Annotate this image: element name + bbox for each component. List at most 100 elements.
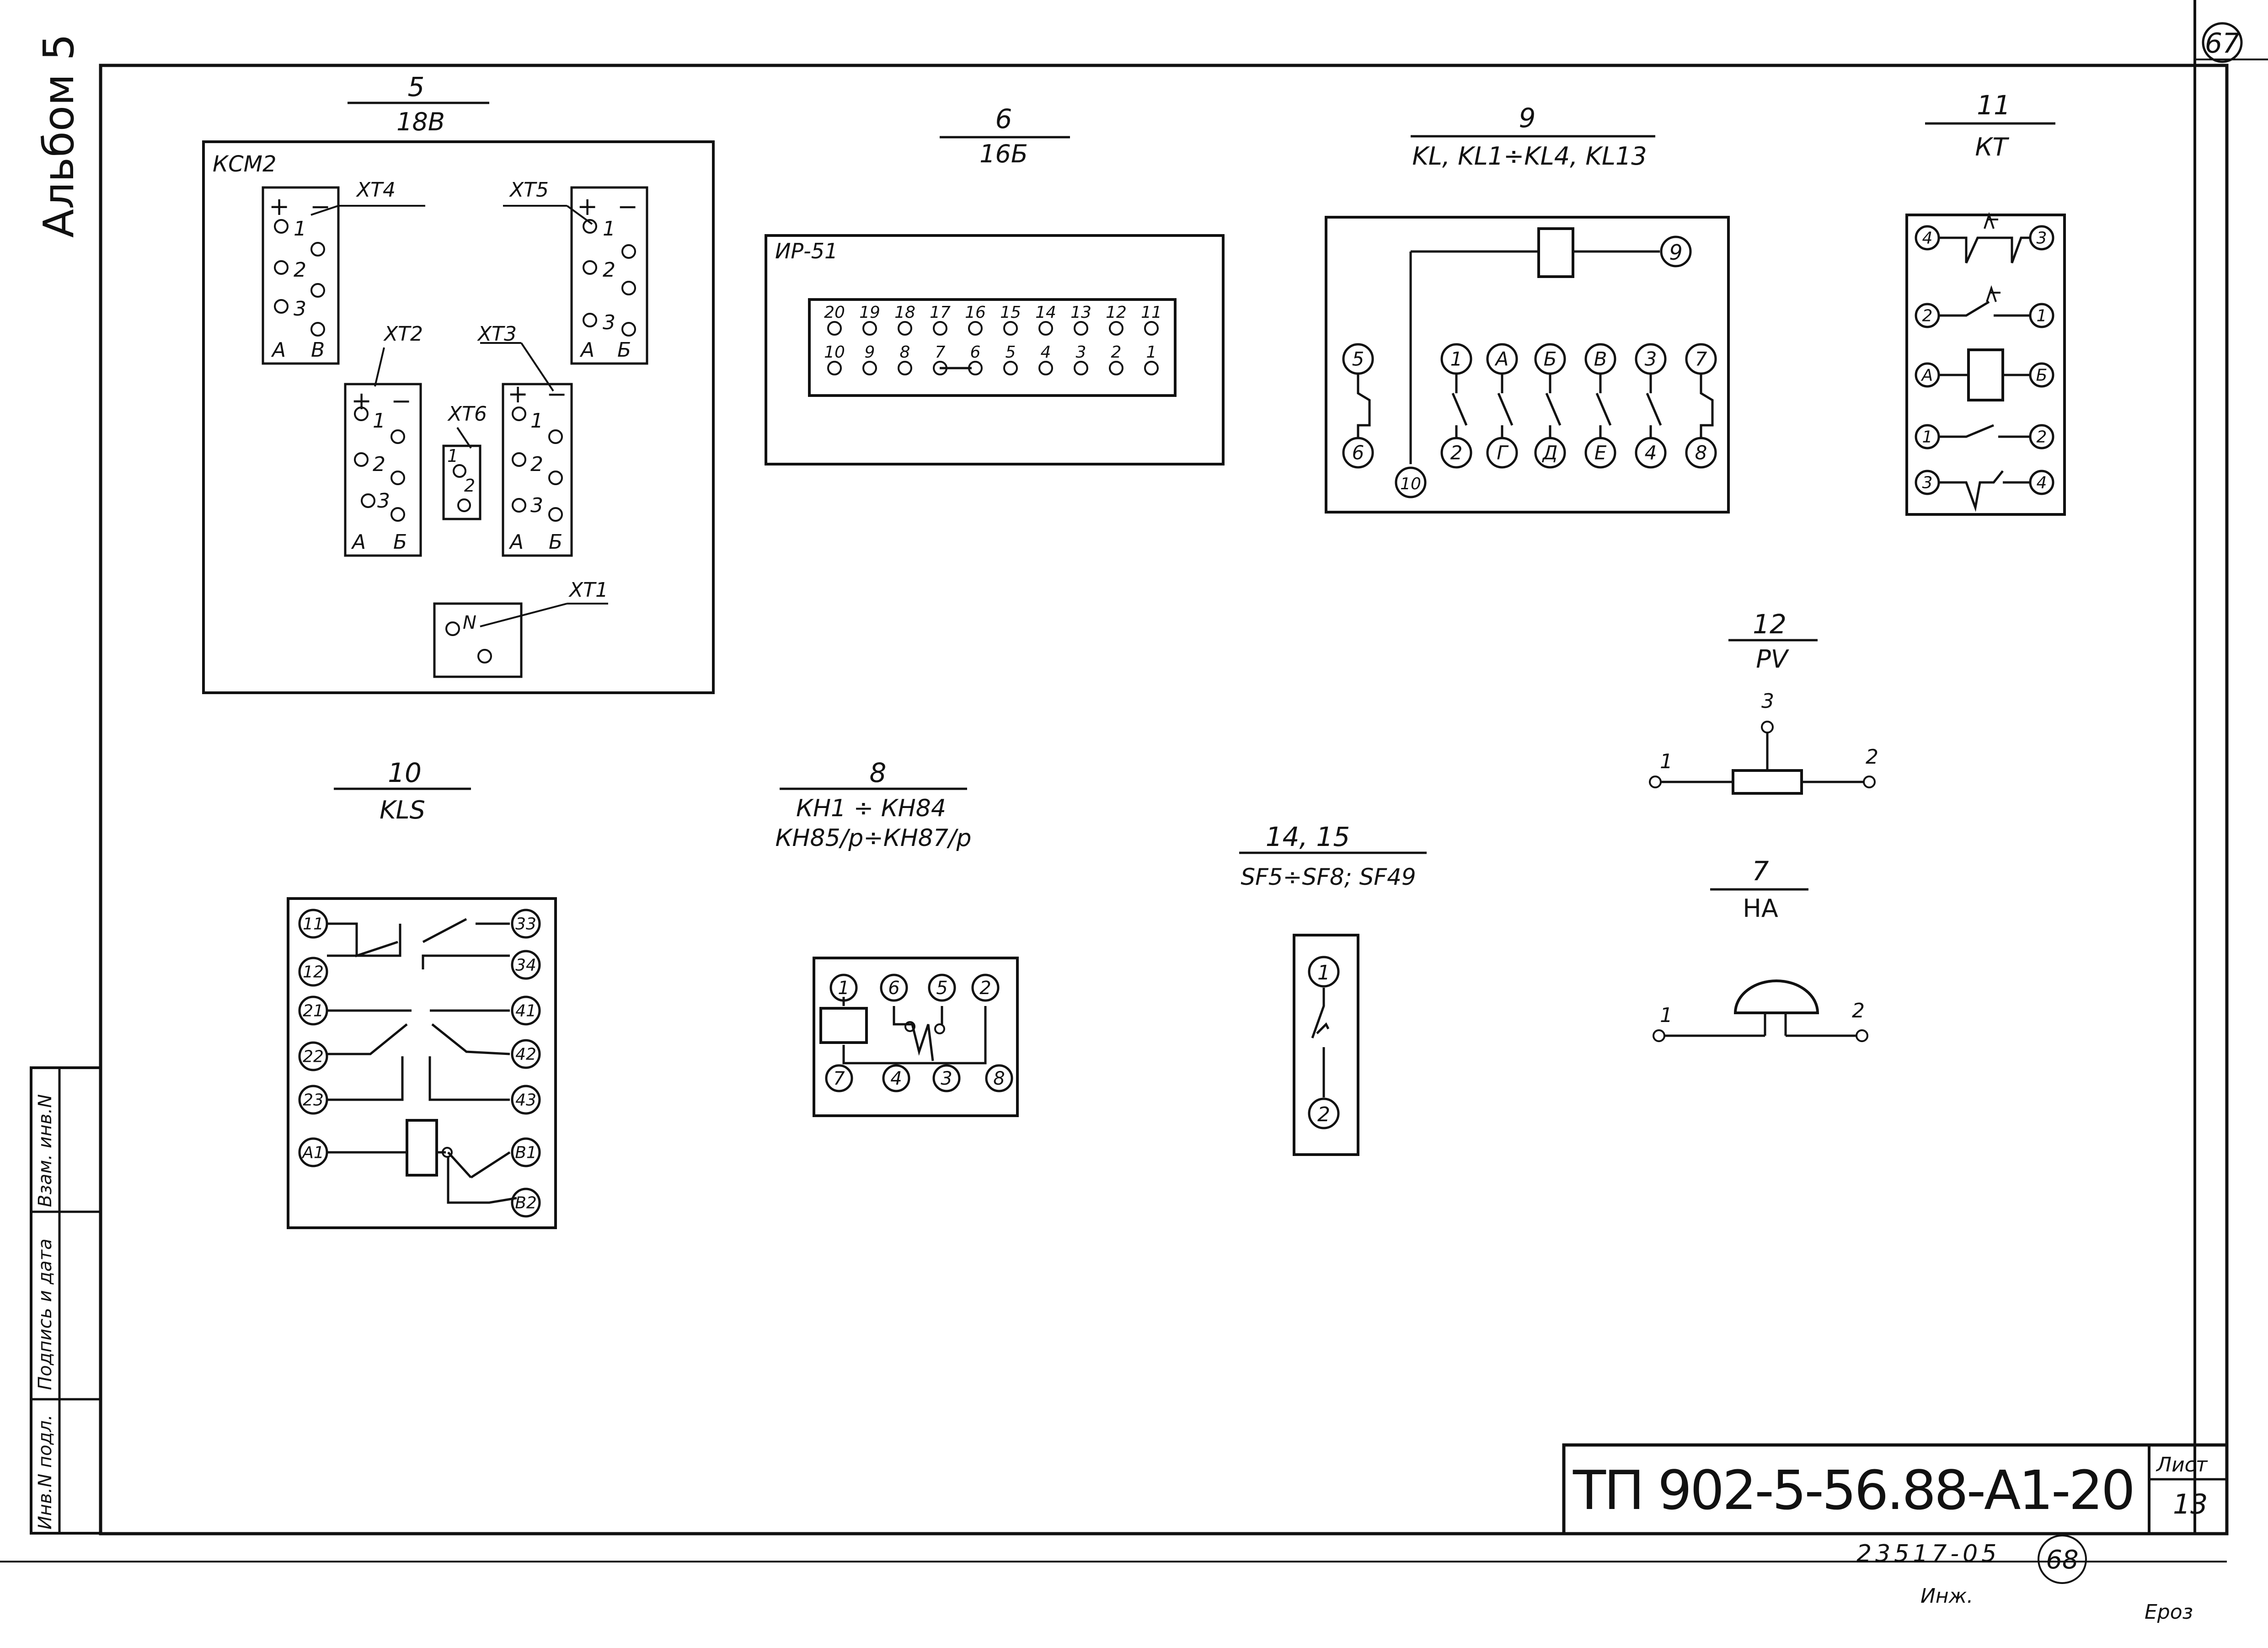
svg-text:−: −: [391, 386, 412, 415]
svg-text:1: 1: [1660, 1004, 1673, 1027]
block-6-number: 6: [995, 103, 1012, 134]
b6-bot-pin-label: 3: [1076, 343, 1086, 362]
block-5: 5 18В КСМ2 + − 1 2 3 А В ХТ4 + − 1 2 3 А…: [202, 71, 715, 694]
b9-top-pin-label: 5: [1352, 348, 1364, 370]
bottom-circled-number: 68: [2046, 1545, 2078, 1575]
xt3-label: ХТ3: [477, 322, 517, 346]
block-9-number: 9: [1519, 102, 1536, 134]
b8-bot-pin-circle: [932, 1064, 961, 1092]
svg-text:−: −: [617, 192, 638, 221]
svg-text:Б: Б: [393, 530, 407, 554]
title-block: ТП 902-5-56.88-А1-20 Лист 13: [1562, 1443, 2229, 1536]
block-6-ref: 16Б: [979, 139, 1028, 168]
b10-left-pin-label: 21: [303, 1002, 324, 1021]
b8-top-pin-circle: [928, 974, 956, 1002]
b10-right-pin-circle: [511, 950, 541, 980]
svg-text:А: А: [271, 338, 286, 362]
b11-left-pin-label: А: [1921, 366, 1933, 385]
drawing-frame: [99, 64, 2229, 1536]
b6-bot-pin-label: 6: [970, 343, 981, 362]
b10-right-pin-label: 43: [515, 1091, 536, 1110]
block-6-panel: ИР-51: [775, 239, 838, 263]
b9-top-pin-circle: [1584, 343, 1616, 375]
b8-top-pin-label: 1: [838, 978, 849, 999]
b10-right-pin-label: 42: [515, 1045, 536, 1064]
sheet-number-circle: [2202, 22, 2243, 63]
svg-text:9: 9: [1669, 240, 1682, 265]
b8-top-pin-circle: [971, 974, 1000, 1002]
b6-top-pin: [1003, 321, 1018, 336]
b10-right-pin-label: 33: [515, 915, 536, 934]
svg-text:1: 1: [1660, 750, 1673, 773]
svg-text:В: В: [311, 338, 325, 362]
block-8-number: 8: [870, 757, 887, 788]
b6-top-pin: [933, 321, 947, 336]
b11-left-pin-label: 2: [1922, 307, 1933, 326]
b10-left-pin-circle: [298, 957, 328, 987]
svg-text:+: +: [508, 380, 528, 408]
sheet-value: 13: [2173, 1488, 2208, 1520]
b10-right-pin-circle: [511, 1085, 541, 1115]
b8-top-pin-label: 5: [936, 978, 947, 999]
svg-text:3: 3: [377, 489, 390, 513]
b11-right-pin-label: 1: [2037, 307, 2047, 326]
b11-right-pin-label: 4: [2037, 474, 2047, 492]
doc-code: 23517-05: [1856, 1540, 2000, 1568]
b9-top-pin-circle: [1635, 343, 1667, 375]
svg-text:Б: Б: [617, 338, 631, 362]
b9-top-pin-circle: [1534, 343, 1566, 375]
stamp-inv-label: Инв.N подл.: [35, 1414, 56, 1530]
svg-text:1: 1: [530, 409, 543, 433]
svg-text:+: +: [351, 386, 372, 415]
b6-bot-pin-label: 2: [1111, 343, 1122, 362]
b6-top-pin: [898, 321, 912, 336]
b9-bot-pin-label: Г: [1497, 442, 1509, 464]
signature-2: Ероз: [2145, 1600, 2193, 1624]
svg-text:1: 1: [447, 446, 458, 466]
b11-right-pin-label: Б: [2036, 366, 2048, 385]
block-10-ref: KLS: [380, 796, 425, 824]
b6-top-pin-label: 11: [1141, 303, 1162, 322]
b9-bot-pin-label: 8: [1695, 442, 1707, 464]
svg-text:2: 2: [530, 453, 543, 476]
b10-right-pin-circle: [511, 1137, 541, 1167]
xt5-label: ХТ5: [509, 178, 549, 202]
b8-bot-pin-circle: [882, 1064, 910, 1092]
b6-top-pin-label: 14: [1035, 303, 1056, 322]
b6-bot-pin: [1109, 361, 1123, 375]
svg-text:3: 3: [1761, 690, 1774, 713]
block-10-number: 10: [388, 757, 422, 788]
block-5-panel: КСМ2: [213, 151, 277, 177]
b8-top-pin-label: 6: [888, 978, 899, 999]
svg-text:2: 2: [464, 476, 475, 496]
b11-left-pin-label: 4: [1922, 229, 1933, 248]
b6-bot-pin-label: 7: [935, 343, 946, 362]
b6-bot-pin: [862, 361, 877, 375]
b8-bot-pin-circle: [825, 1064, 853, 1092]
b11-left-pin-label: 3: [1922, 474, 1933, 492]
b6-top-pin-label: 15: [1000, 303, 1021, 322]
b9-top-pin-label: 1: [1450, 348, 1463, 370]
b6-top-pin: [1109, 321, 1123, 336]
svg-text:Б: Б: [549, 530, 562, 554]
b6-top-pin-label: 12: [1106, 303, 1127, 322]
b10-left-pin-label: А1: [301, 1144, 324, 1162]
block-8-ref1: КН1 ÷ КН84: [796, 795, 946, 822]
b10-left-pin-label: 11: [303, 915, 324, 934]
b9-bot-pin-label: 4: [1645, 442, 1657, 464]
b6-top-pin-label: 19: [859, 303, 880, 322]
b8-bot-pin-label: 3: [941, 1068, 952, 1089]
b9-bot-pin-label: 6: [1352, 442, 1364, 464]
svg-text:3: 3: [603, 311, 615, 334]
b10-left-pin-circle: [298, 1041, 328, 1071]
b9-top-pin-circle: [1486, 343, 1518, 375]
svg-text:+: +: [577, 192, 598, 221]
b6-bot-pin: [1003, 361, 1018, 375]
xt6-label: ХТ6: [447, 402, 487, 426]
signature-1: Инж.: [1920, 1584, 1973, 1608]
svg-text:2: 2: [294, 258, 306, 282]
xt4-label: ХТ4: [356, 178, 396, 202]
block-5-number: 5: [408, 71, 425, 102]
